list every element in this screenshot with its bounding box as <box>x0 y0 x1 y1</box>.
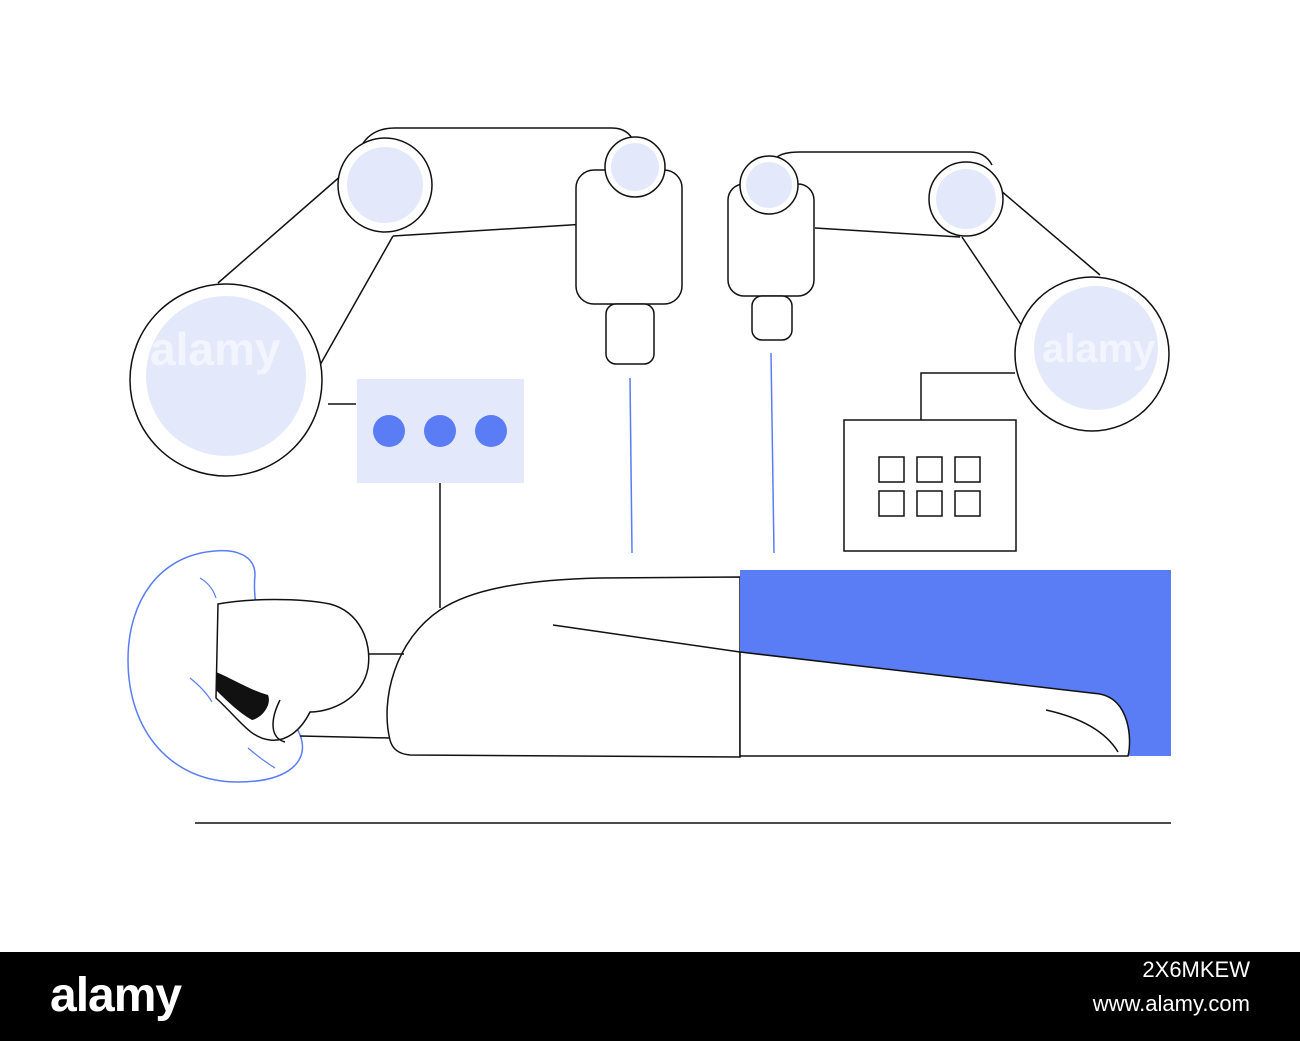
left-arm-elbow-joint-fill <box>347 147 423 223</box>
status-dot-2 <box>424 415 456 447</box>
patient-ear <box>272 699 286 743</box>
left-tool-joint-fill <box>611 143 659 191</box>
patient-legs <box>739 651 1131 757</box>
status-dot-3 <box>475 415 507 447</box>
watermark-left: alamy <box>150 323 281 375</box>
control-button-1 <box>878 456 905 483</box>
control-panel <box>843 419 1017 552</box>
control-button-6 <box>954 490 981 517</box>
patient-arm-line <box>552 624 741 653</box>
left-tool-tip <box>605 303 655 365</box>
right-laser-beam <box>770 352 775 554</box>
patient-hair <box>216 672 269 720</box>
control-button-2 <box>916 456 943 483</box>
left-arm-lower-link <box>319 235 394 366</box>
right-arm-base-joint-fill <box>1034 286 1158 410</box>
patient-body <box>386 576 741 758</box>
left-robot-arm <box>129 127 683 554</box>
patient-neck-bottom <box>299 735 391 739</box>
left-arm-upper-link <box>217 173 344 284</box>
watermark-right: alamy <box>1042 327 1156 371</box>
robotic-surgery-illustration: alamy alamy <box>127 127 1171 824</box>
footer-logo: alamy <box>50 969 182 1022</box>
left-arm-base-joint-fill <box>146 296 306 456</box>
patient-feet-line <box>1045 709 1119 753</box>
control-button-5 <box>916 490 943 517</box>
left-laser-beam <box>629 377 633 554</box>
status-monitor <box>357 379 524 608</box>
right-robot-arm <box>727 151 1170 554</box>
footer-image-id: 2X6MKEW <box>1142 957 1250 982</box>
control-button-4 <box>878 490 905 517</box>
pillow-crease-1 <box>199 577 217 599</box>
pillow-crease-2 <box>189 677 213 703</box>
right-tool-joint-fill <box>746 162 792 208</box>
footer-bar: alamy 2X6MKEW www.alamy.com <box>0 952 1300 1041</box>
right-arm-elbow-joint-fill <box>936 169 996 229</box>
control-panel-body <box>843 419 1017 552</box>
right-arm-forearm <box>814 227 961 238</box>
patient <box>127 549 1171 783</box>
pillow-crease-3 <box>247 747 276 769</box>
right-arm-top-link <box>775 151 993 166</box>
control-button-3 <box>954 456 981 483</box>
status-dot-1 <box>373 415 405 447</box>
footer-site: www.alamy.com <box>1092 991 1250 1016</box>
right-arm-upper-link <box>999 189 1101 276</box>
left-arm-top-link <box>361 127 635 146</box>
right-arm-lower-link <box>961 236 1031 339</box>
right-tool-tip <box>751 295 793 341</box>
patient-head <box>215 598 370 741</box>
right-arm-connector <box>920 372 1015 420</box>
